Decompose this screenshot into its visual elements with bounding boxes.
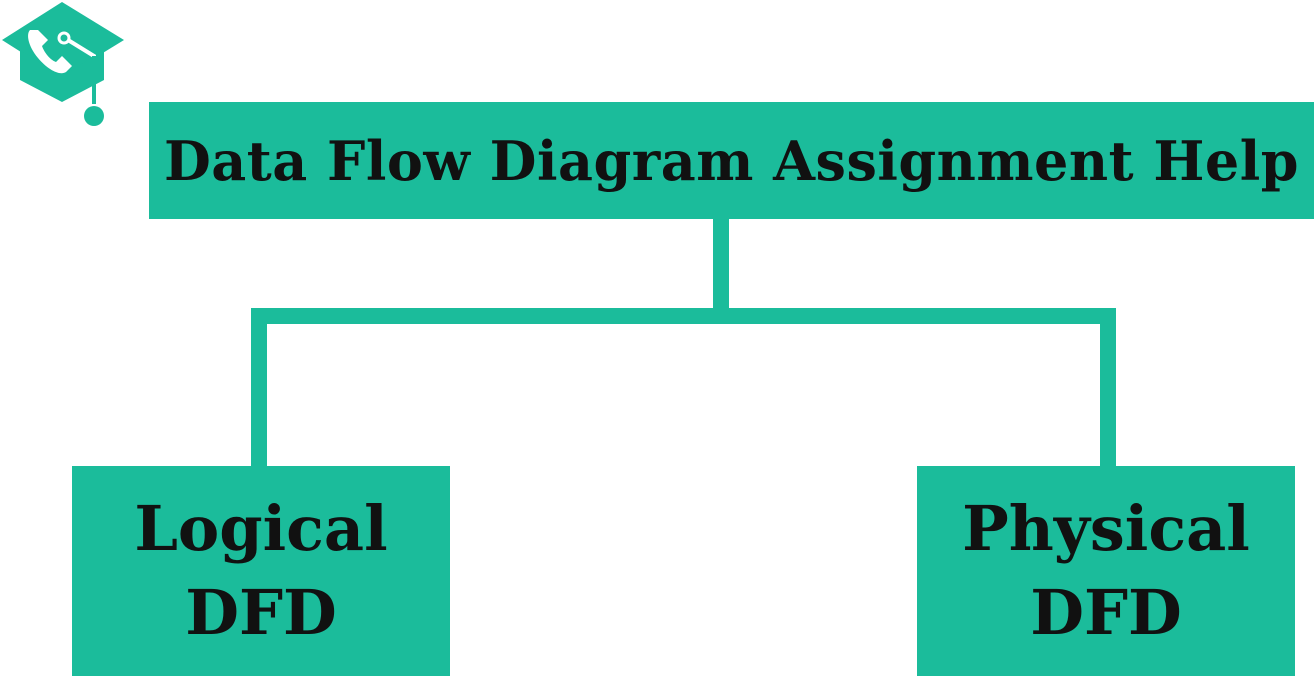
connector-trunk (713, 219, 729, 323)
title-box: Data Flow Diagram Assignment Help (149, 102, 1314, 219)
connector-bar (251, 308, 1116, 324)
node-label-line2: DFD (185, 576, 337, 649)
node-logical-dfd: Logical DFD (72, 466, 450, 676)
node-label-line1: Logical (134, 492, 388, 565)
node-label-line1: Physical (962, 492, 1250, 565)
title-label: Data Flow Diagram Assignment Help (163, 128, 1300, 193)
node-physical-dfd: Physical DFD (917, 466, 1295, 676)
graduation-cap-phone-icon (2, 2, 124, 126)
connector-right-drop (1100, 308, 1116, 468)
connector-left-drop (251, 308, 267, 468)
node-label-line2: DFD (1030, 576, 1182, 649)
